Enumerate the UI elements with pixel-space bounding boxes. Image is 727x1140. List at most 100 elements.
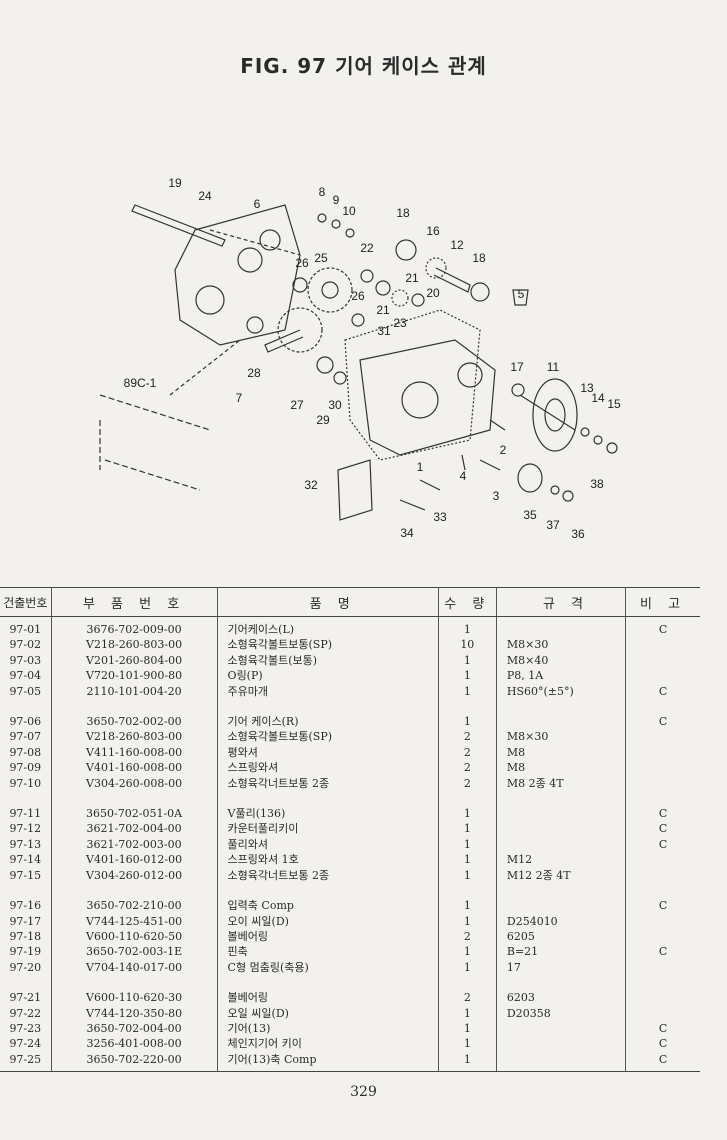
callout-number: 18 xyxy=(396,206,410,220)
cell-ref-no: 97-17 xyxy=(9,914,42,928)
cell-qty: 1 xyxy=(437,913,497,929)
cell-remarks: C xyxy=(625,714,700,730)
cell-spec xyxy=(495,1020,626,1037)
callout-number: 31 xyxy=(377,324,391,338)
callout-number: 20 xyxy=(426,286,440,300)
callout-number: 28 xyxy=(247,366,261,380)
callout-number: 34 xyxy=(400,526,414,540)
cell-ref-no: 97-19 xyxy=(9,945,42,959)
cell-part-no: 2110-101-004-20 xyxy=(50,683,218,700)
cell-spec: P8, 1A xyxy=(495,668,626,684)
cell-spec xyxy=(495,836,626,853)
callout-number: 17 xyxy=(510,360,524,374)
cell-remarks xyxy=(625,928,700,945)
cell-part-name: 볼베어링 xyxy=(216,990,439,1006)
cell-spec: M8 xyxy=(495,744,626,761)
cell-remarks xyxy=(625,668,700,684)
cell-part-name: 풀리와셔 xyxy=(216,836,439,853)
header-qty: 수 량 xyxy=(437,587,497,617)
cell-part-no: V401-160-008-00 xyxy=(50,760,218,776)
cell-qty: 2 xyxy=(437,990,497,1006)
callout-number: 89C-1 xyxy=(124,376,157,390)
frame-89c-1 xyxy=(99,394,211,491)
cell-part-no: V218-260-803-00 xyxy=(50,729,218,745)
callout-number: 19 xyxy=(168,176,182,190)
cell-qty: 1 xyxy=(437,821,497,837)
cell-remarks xyxy=(625,637,700,653)
v-pulley xyxy=(532,378,578,452)
cell-spec xyxy=(495,821,626,837)
cell-remarks: C xyxy=(625,836,700,853)
cell-qty: 2 xyxy=(437,744,497,761)
cell-spec xyxy=(495,714,626,730)
group-spacer xyxy=(0,699,700,715)
callout-number: 4 xyxy=(460,469,467,483)
cell-qty: 1 xyxy=(437,959,497,976)
cell-spec xyxy=(495,616,626,638)
gear-case-left xyxy=(174,204,301,346)
cell-remarks xyxy=(625,744,700,761)
cell-qty: 1 xyxy=(437,852,497,868)
cell-spec: M8 2종 4T xyxy=(495,775,626,792)
cell-spec: HS60°(±5°) xyxy=(495,683,626,700)
cell-spec: M8×40 xyxy=(495,652,626,669)
cell-part-name: 평와셔 xyxy=(216,744,439,761)
cell-remarks: C xyxy=(625,1020,700,1037)
cell-qty: 1 xyxy=(437,652,497,669)
callout-number: 32 xyxy=(304,478,318,492)
cell-ref-no: 97-10 xyxy=(9,776,42,790)
cell-part-name: 오일 씨일(D) xyxy=(216,1005,439,1021)
cell-part-no: V411-160-008-00 xyxy=(50,744,218,761)
callout-number: 23 xyxy=(393,316,407,330)
cell-part-name: 입력축 Comp xyxy=(216,898,439,914)
cell-qty: 1 xyxy=(437,898,497,914)
callout-number: 25 xyxy=(314,251,328,265)
cell-part-no: 3621-702-004-00 xyxy=(50,821,218,837)
callout-number: 3 xyxy=(493,489,500,503)
cell-part-name: 스프링와셔 1호 xyxy=(216,852,439,868)
callout-number: 33 xyxy=(433,510,447,524)
cell-ref-no: 97-07 xyxy=(9,730,42,744)
cell-remarks: C xyxy=(625,898,700,914)
cell-part-name: 소형육각볼트(보통) xyxy=(216,652,439,669)
cell-remarks xyxy=(625,852,700,868)
cell-part-no: 3256-401-008-00 xyxy=(50,1036,218,1052)
cell-spec: B=21 xyxy=(495,944,626,960)
diagram-drawing xyxy=(99,204,618,521)
cell-ref-no: 97-02 xyxy=(9,638,42,652)
cell-qty: 1 xyxy=(437,616,497,638)
cell-spec: M12 2종 4T xyxy=(495,867,626,884)
cell-ref-no: 97-12 xyxy=(9,822,42,836)
cell-qty: 1 xyxy=(437,1005,497,1021)
callout-number: 12 xyxy=(450,238,464,252)
gasket xyxy=(344,309,481,461)
cell-remarks xyxy=(625,913,700,929)
cell-ref-no: 97-22 xyxy=(9,1006,42,1020)
cell-qty: 1 xyxy=(437,944,497,960)
cell-part-name: 기어(13)축 Comp xyxy=(216,1051,439,1073)
cell-remarks xyxy=(625,760,700,776)
cell-spec: 6205 xyxy=(495,928,626,945)
cell-qty: 2 xyxy=(437,760,497,776)
cell-part-name: 체인지기어 키이 xyxy=(216,1036,439,1052)
cell-remarks: C xyxy=(625,616,700,638)
callout-number: 26 xyxy=(351,289,365,303)
cell-qty: 1 xyxy=(437,1051,497,1073)
cell-remarks: C xyxy=(625,1051,700,1073)
cell-part-name: 볼베어링 xyxy=(216,928,439,945)
cell-ref-no: 97-11 xyxy=(9,807,42,821)
cell-remarks: C xyxy=(625,683,700,700)
group-spacer xyxy=(0,975,700,991)
cell-part-name: 오이 씨일(D) xyxy=(216,913,439,929)
header-ref-no: 건출번호 xyxy=(0,587,52,617)
